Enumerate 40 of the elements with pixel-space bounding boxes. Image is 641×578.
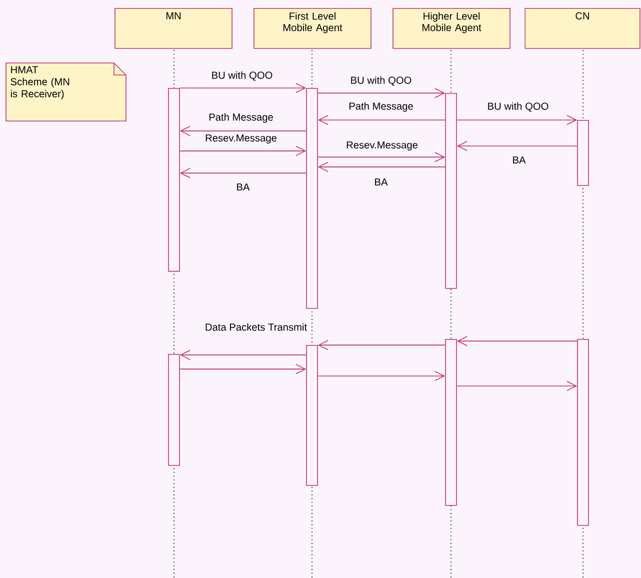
message-arrow	[318, 114, 446, 126]
message-arrow	[456, 380, 578, 392]
note-text: Data Packets Transmit	[204, 322, 308, 332]
message-label: BU with QOO	[349, 75, 414, 87]
message-arrow	[180, 168, 306, 178]
activation-bar	[577, 120, 589, 186]
message-label: BA	[372, 177, 390, 187]
message-label: Resev.Message	[344, 140, 420, 152]
message-arrow	[456, 140, 578, 152]
activation-bar	[168, 88, 180, 272]
message-arrow	[318, 162, 446, 172]
message-arrow	[456, 114, 578, 126]
note: HMAT Scheme (MN is Receiver)	[6, 62, 126, 122]
message-arrow	[318, 88, 446, 98]
message-label: Path Message	[207, 112, 275, 124]
message-arrow	[180, 146, 306, 156]
message-label: BA	[234, 182, 252, 192]
activation-bar	[168, 354, 180, 466]
message-arrow	[180, 82, 306, 94]
activation-bar	[306, 345, 318, 486]
message-arrow	[318, 152, 446, 162]
message-label: BA	[510, 155, 528, 165]
message-arrow	[180, 126, 306, 136]
lifeline-header: CN	[524, 8, 640, 49]
activation-bar	[306, 88, 318, 309]
lifeline-header: Higher Level Mobile Agent	[392, 8, 510, 49]
message-label: BU with QOO	[486, 101, 550, 113]
activation-bar	[577, 339, 589, 526]
activation-bar	[445, 93, 457, 289]
message-label: BU with QOO	[210, 70, 274, 82]
message-arrow	[318, 340, 446, 350]
lifeline-header: First Level Mobile Agent	[254, 8, 372, 49]
activation-bar	[445, 339, 457, 506]
lifeline-header: MN	[114, 8, 232, 49]
message-label: Resev.Message	[204, 133, 278, 145]
message-arrow	[318, 370, 446, 382]
message-arrow	[456, 336, 578, 346]
message-arrow	[180, 350, 306, 360]
message-arrow	[180, 364, 306, 374]
message-label: Path Message	[347, 100, 415, 114]
